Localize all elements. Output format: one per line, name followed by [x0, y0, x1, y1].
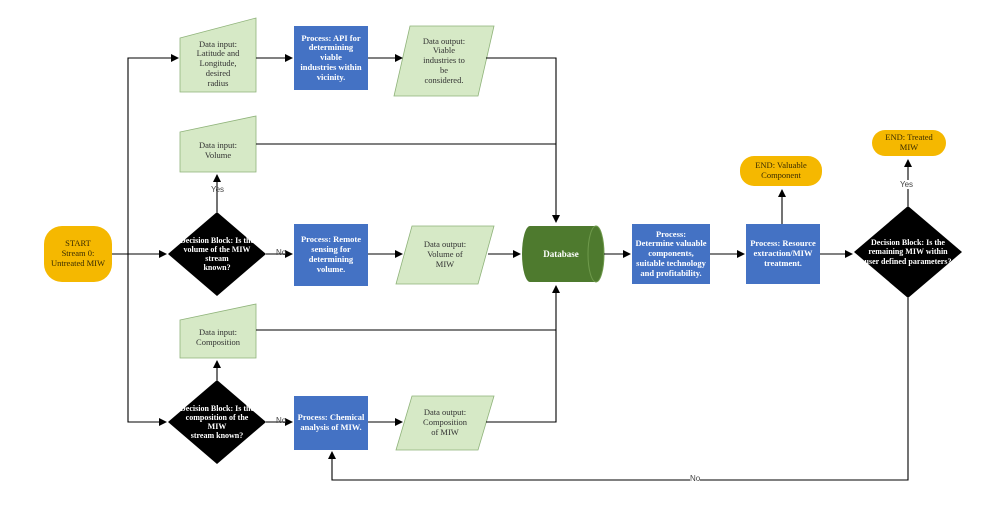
edge-label-yes-volume: Yes [211, 185, 225, 194]
database-shape [522, 226, 604, 282]
database: Database [524, 240, 598, 268]
input-composition: Data input: Composition [180, 318, 256, 358]
input-volume-shape [179, 115, 257, 173]
input-volume-label: Data input: Volume [198, 140, 237, 160]
decision-volume: Decision Block: Is the volume of the MIW… [170, 234, 264, 274]
process-determine-label: Process: Determine valuable components, … [635, 228, 707, 278]
input-latlong: Data input: Latitude and Longitude, desi… [180, 36, 256, 92]
output-industries-shape [393, 25, 495, 97]
process-resource-extraction: Process: Resource extraction/MIW treatme… [746, 224, 820, 284]
output-volume-shape [395, 225, 495, 285]
end-treated-label: END: Treated MIW [885, 132, 933, 152]
output-industries-label: Data output: Viable industries to be con… [422, 35, 466, 85]
process-remote-sensing: Process: Remote sensing for determining … [294, 224, 368, 286]
edge-label-no-remaining: No [690, 474, 701, 483]
output-volume: Data output: Volume of MIW [400, 228, 490, 282]
process-chemical-analysis: Process: Chemical analysis of MIW. [294, 396, 368, 450]
input-latlong-label: Data input: Latitude and Longitude, desi… [196, 38, 240, 88]
database-label: Database [543, 248, 579, 259]
decision-remaining: Decision Block: Is the remaining MIW wit… [858, 232, 958, 272]
output-volume-label: Data output: Volume of MIW [423, 239, 467, 269]
process-resource-label: Process: Resource extraction/MIW treatme… [750, 238, 816, 268]
start-label: START Stream 0: Untreated MIW [50, 238, 106, 268]
process-determine: Process: Determine valuable components, … [632, 224, 710, 284]
end-valuable-label: END: Valuable Component [755, 160, 807, 180]
decision-composition-shape [168, 380, 266, 464]
process-api: Process: API for determining viable indu… [294, 26, 368, 90]
output-composition-shape [395, 395, 495, 451]
output-composition: Data output: Composition of MIW [400, 398, 490, 448]
connectors [112, 54, 912, 481]
decision-composition-label: Decision Block: Is the composition of th… [180, 403, 254, 441]
process-api-label: Process: API for determining viable indu… [300, 32, 362, 82]
input-composition-label: Data input: Composition [196, 327, 240, 347]
start-terminal: START Stream 0: Untreated MIW [44, 226, 112, 282]
process-chemical-label: Process: Chemical analysis of MIW. [297, 412, 365, 432]
input-composition-shape [179, 303, 257, 359]
decision-remaining-shape [854, 206, 962, 298]
decision-volume-shape [168, 212, 266, 296]
end-treated-terminal: END: Treated MIW [872, 130, 946, 156]
edge-label-no-volume: No [276, 248, 287, 257]
process-remote-label: Process: Remote sensing for determining … [300, 234, 362, 274]
output-composition-label: Data output: Composition of MIW [423, 407, 467, 437]
output-industries: Data output: Viable industries to be con… [398, 28, 490, 94]
edge-label-yes-remaining: Yes [900, 180, 914, 189]
decision-remaining-label: Decision Block: Is the remaining MIW wit… [864, 238, 952, 266]
edge-label-no-composition: No [276, 416, 287, 425]
decision-volume-label: Decision Block: Is the volume of the MIW… [180, 235, 254, 273]
decision-composition: Decision Block: Is the composition of th… [170, 402, 264, 442]
end-valuable-terminal: END: Valuable Component [740, 156, 822, 186]
input-latlong-shape [179, 17, 257, 93]
input-volume: Data input: Volume [180, 130, 256, 172]
